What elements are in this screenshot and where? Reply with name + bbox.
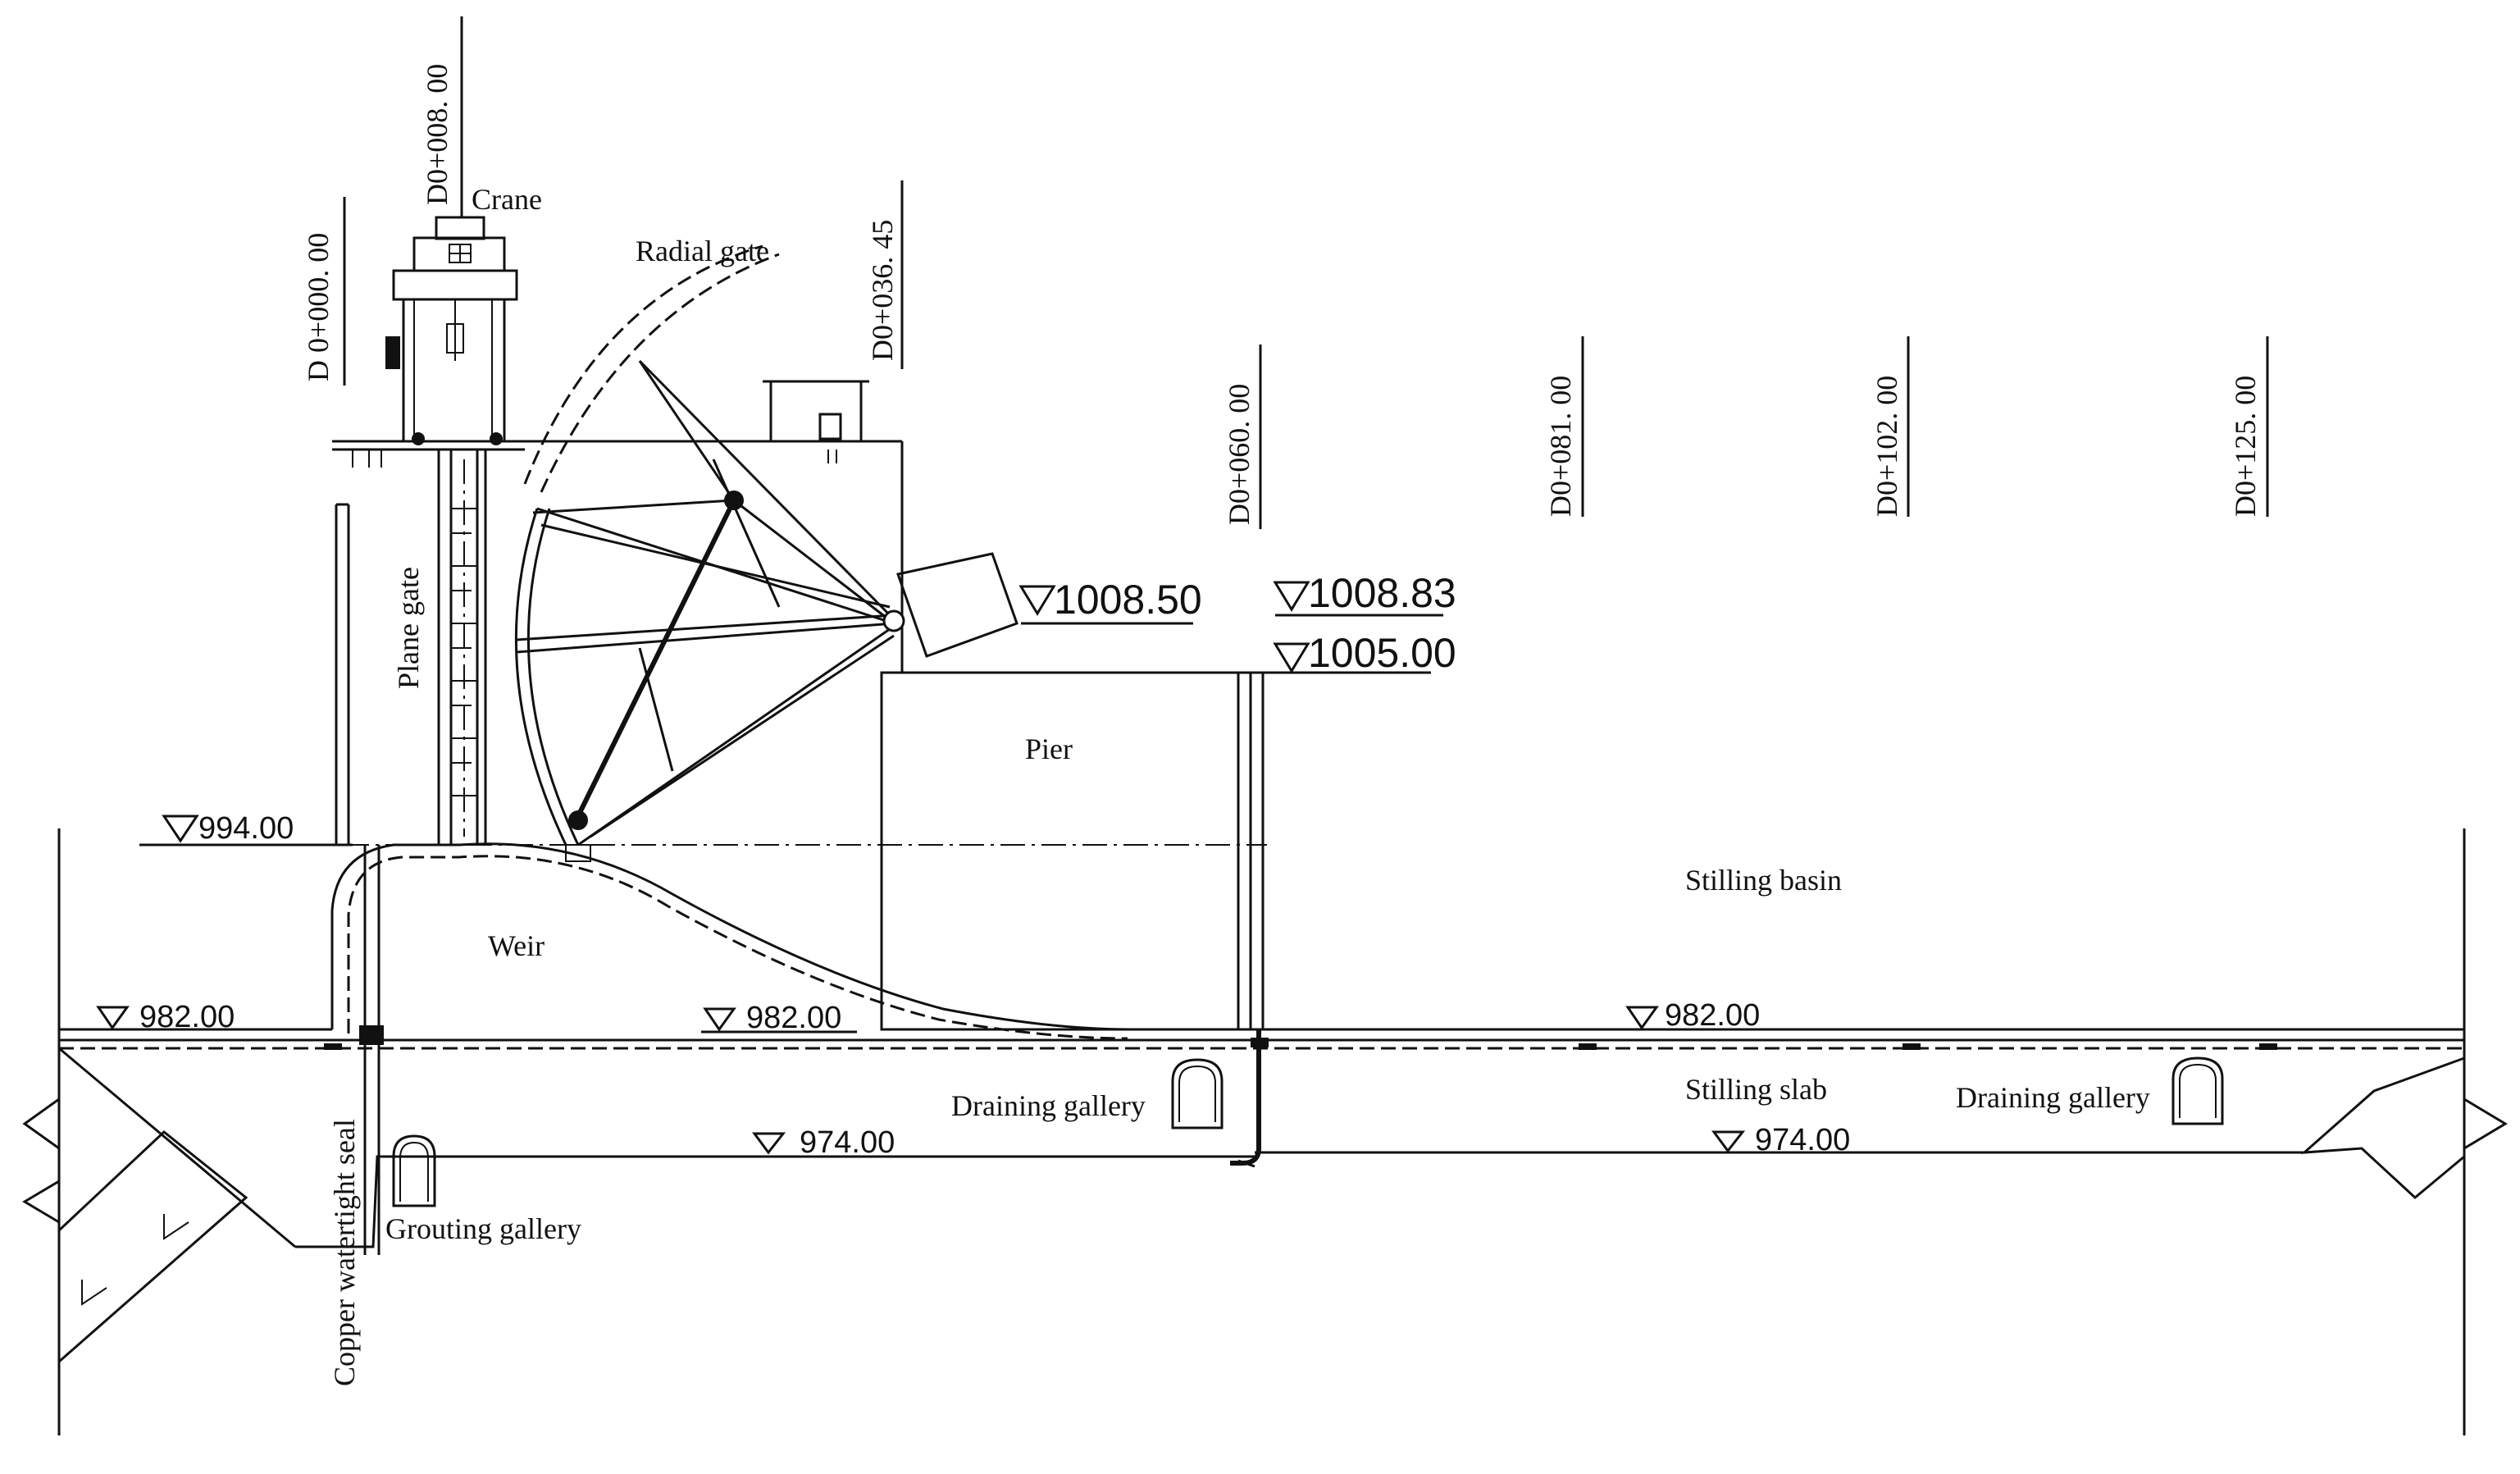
label-radial-gate: Radial gate — [636, 235, 769, 267]
station-d0-036: D0+036. 45 — [866, 220, 899, 361]
radial-gate — [514, 244, 1018, 862]
station-d0-000: D 0+000. 00 — [302, 233, 335, 381]
station-d0-125: D0+125. 00 — [2229, 376, 2262, 517]
elevation-982-mid: 982.00 — [701, 1001, 857, 1035]
elevation-982-left: 982.00 — [96, 1000, 235, 1034]
elevation-974-left: 974.00 — [752, 1125, 895, 1160]
elevation-1008-83: 1008.83 — [1273, 570, 1456, 617]
label-draining-gallery-left: Draining gallery — [951, 1089, 1146, 1122]
station-d0-008: D0+008. 00 — [421, 64, 453, 205]
label-grouting-gallery: Grouting gallery — [385, 1212, 581, 1245]
svg-text:1008.83: 1008.83 — [1308, 570, 1456, 616]
elevation-982-right: 982.00 — [1625, 998, 1760, 1033]
svg-text:994.00: 994.00 — [198, 811, 294, 846]
svg-text:974.00: 974.00 — [800, 1125, 895, 1160]
svg-text:1008.50: 1008.50 — [1054, 577, 1202, 623]
label-draining-gallery-right: Draining gallery — [1956, 1081, 2150, 1114]
label-stilling-slab: Stilling slab — [1685, 1073, 1827, 1106]
slab-joints — [324, 1038, 2277, 1050]
plane-gate — [437, 450, 487, 845]
label-plane-gate: Plane gate — [392, 567, 425, 689]
elevation-1005-00: 1005.00 — [1251, 630, 1456, 676]
pier-structure — [880, 671, 1265, 1168]
label-stilling-basin: Stilling basin — [1685, 864, 1842, 897]
svg-text:982.00: 982.00 — [746, 1001, 841, 1035]
label-crane: Crane — [472, 183, 542, 216]
station-d0-102: D0+102. 00 — [1871, 376, 1903, 517]
elevation-994-00: 994.00 — [162, 811, 294, 846]
elevation-974-right: 974.00 — [1711, 1123, 1850, 1157]
elevation-1008-50: 1008.50 — [1018, 577, 1202, 625]
label-copper-watertight-seal: Copper watertight seal — [328, 1119, 361, 1386]
draining-gallery-left-shape — [1171, 1058, 1224, 1129]
svg-text:1005.00: 1005.00 — [1308, 630, 1456, 676]
svg-text:982.00: 982.00 — [139, 1000, 235, 1034]
draining-gallery-right-shape — [2171, 1056, 2224, 1125]
station-markers: D 0+000. 00 D0+008. 00 D0+036. 45 D0+060… — [302, 16, 2269, 529]
svg-text:974.00: 974.00 — [1755, 1123, 1850, 1157]
svg-text:982.00: 982.00 — [1665, 998, 1760, 1033]
hoist-house — [763, 380, 869, 463]
label-pier: Pier — [1025, 732, 1073, 765]
station-d0-081: D0+081. 00 — [1544, 376, 1577, 517]
foundation-outline — [22, 828, 2508, 1435]
grouting-gallery-shape — [392, 1134, 436, 1207]
crane-structure — [385, 189, 518, 445]
label-weir: Weir — [488, 929, 545, 962]
station-d0-060: D0+060. 00 — [1223, 384, 1255, 525]
